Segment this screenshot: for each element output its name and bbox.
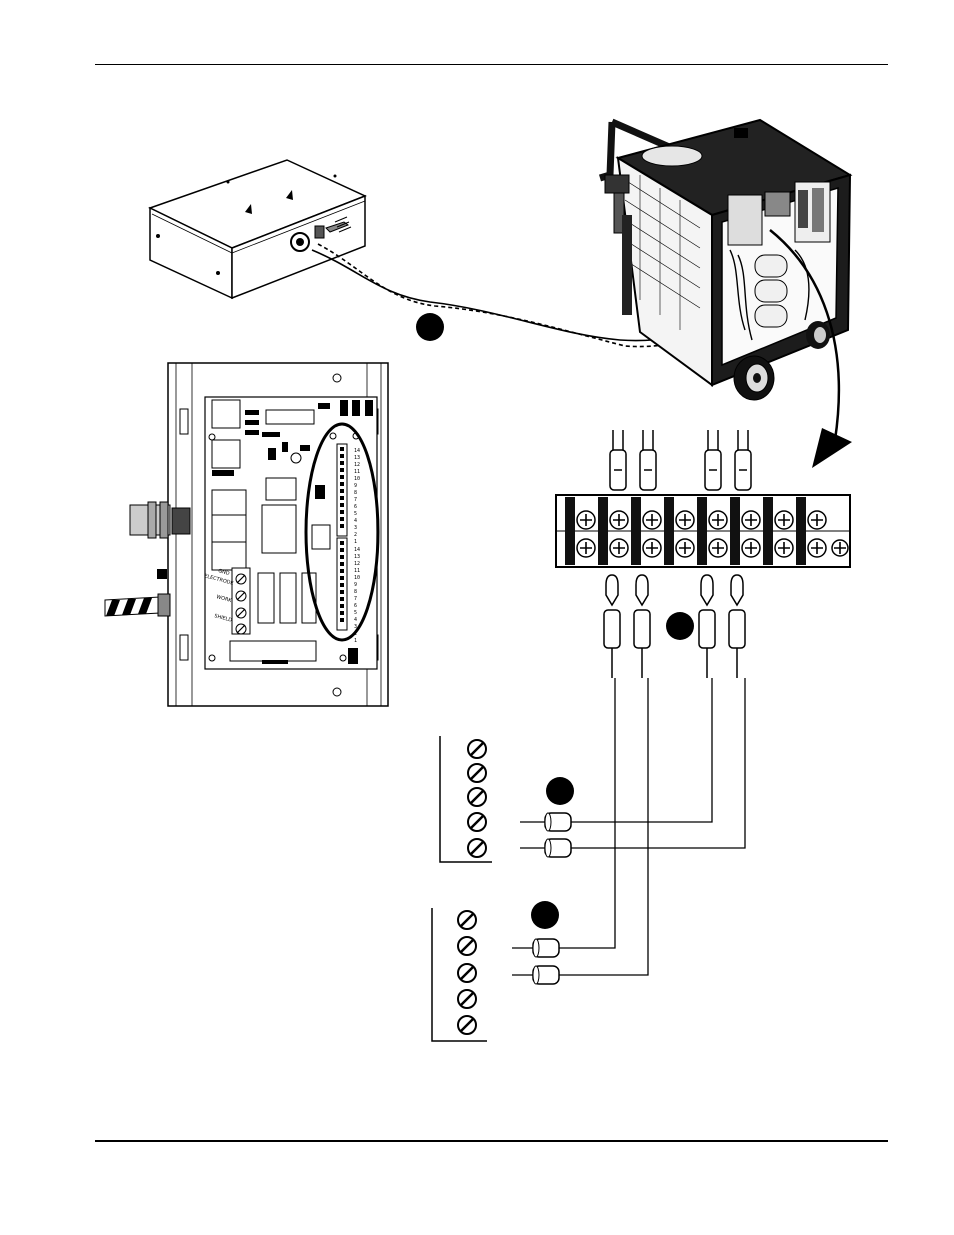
upper-terminal-block: [439, 736, 572, 863]
cable-gland: [104, 501, 191, 617]
pin-num-bottom-14: 14: [354, 547, 360, 553]
pin-num-bottom-7: 7: [354, 596, 357, 602]
pin-num-top-5: 5: [354, 511, 357, 517]
power-source-cart: [598, 118, 853, 468]
pin-num-top-3: 3: [354, 525, 357, 531]
connector-highlight-ellipse: [304, 422, 380, 642]
pcb-terminal-block: GND ELECTRODE WORK SHIELD: [203, 567, 251, 635]
control-pcb: GND ELECTRODE WORK SHIELD: [104, 362, 389, 707]
pin-num-bottom-8: 8: [354, 589, 357, 595]
pin-num-top-10: 10: [354, 476, 360, 482]
wire-runs: [556, 678, 746, 976]
callout-markers: [416, 313, 694, 929]
callout-3: [546, 777, 574, 805]
pin-num-top-2: 2: [354, 532, 357, 538]
pcb-label-work: WORK: [215, 594, 232, 604]
terminal-strip: [555, 494, 851, 568]
pin-num-bottom-13: 13: [354, 554, 360, 560]
pin-num-bottom-5: 5: [354, 610, 357, 616]
footer-rule: [95, 1140, 888, 1142]
pin-num-bottom-11: 11: [354, 568, 360, 574]
pin-num-top-6: 6: [354, 504, 357, 510]
top-wire-lugs: [609, 430, 752, 491]
pin-num-top-8: 8: [354, 490, 357, 496]
pin-num-top-14: 14: [354, 448, 360, 454]
callout-1: [416, 313, 444, 341]
callout-4: [531, 901, 559, 929]
pcb-label-shield: SHIELD: [213, 613, 232, 624]
pin-num-top-1: 1: [354, 539, 357, 545]
pin-num-bottom-10: 10: [354, 575, 360, 581]
bottom-wire-lugs: [603, 574, 746, 678]
pin-num-top-9: 9: [354, 483, 357, 489]
pcb-label-gnd: GND: [217, 568, 230, 577]
pin-num-top-4: 4: [354, 518, 357, 524]
remote-control-box: [148, 159, 367, 300]
pin-num-bottom-4: 4: [354, 617, 357, 623]
pin-num-top-11: 11: [354, 469, 360, 475]
pin-num-bottom-1: 1: [354, 638, 357, 644]
pin-num-top-13: 13: [354, 455, 360, 461]
pin-num-bottom-12: 12: [354, 561, 360, 567]
pin-num-bottom-6: 6: [354, 603, 357, 609]
header-rule: [95, 64, 888, 65]
pin-num-top-12: 12: [354, 462, 360, 468]
twisted-cable: [311, 243, 691, 348]
pin-num-bottom-9: 9: [354, 582, 357, 588]
pin-num-top-7: 7: [354, 497, 357, 503]
callout-2: [666, 612, 694, 640]
pcb-connector-pins: 14 13 12 11 10 9 8 7 6 5 4 3 2 1 14 13 1…: [336, 443, 360, 644]
lower-terminal-block: [431, 908, 560, 1042]
pin-num-bottom-3: 3: [354, 624, 357, 630]
